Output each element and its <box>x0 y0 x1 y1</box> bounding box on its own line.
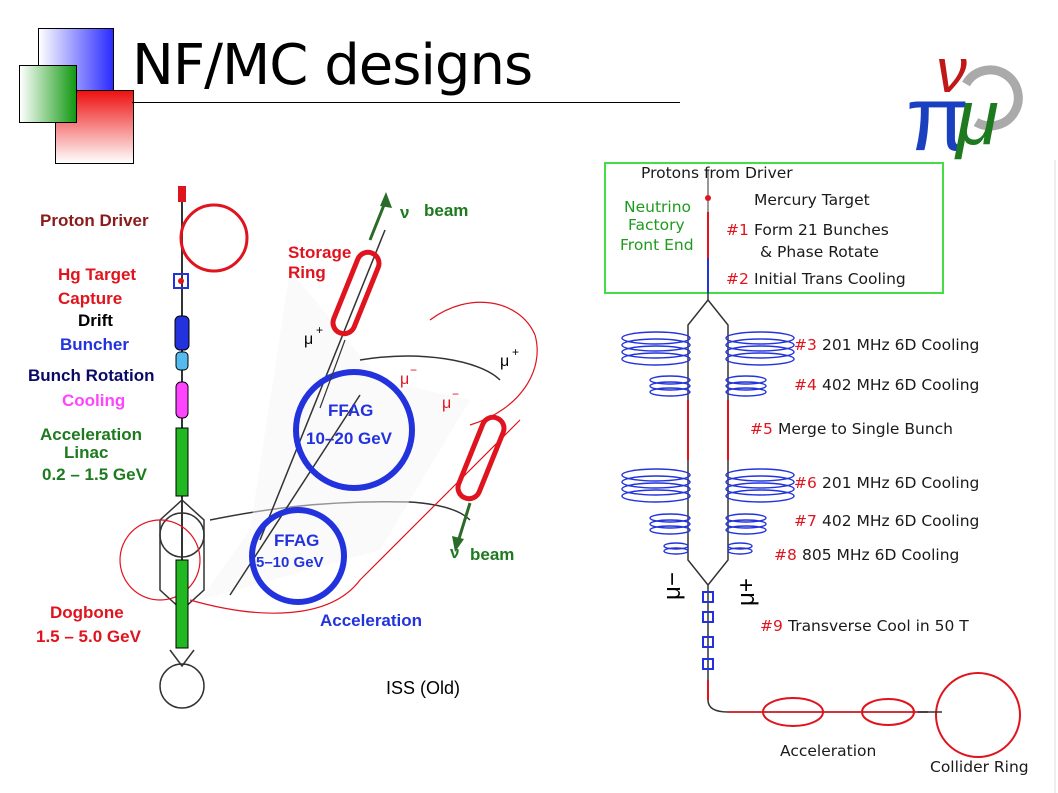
ffag-small-energy-label: 5–10 GeV <box>256 554 324 571</box>
svg-text:#7: #7 <box>794 512 817 530</box>
iss-old-caption: ISS (Old) <box>386 678 460 698</box>
svg-text:ν: ν <box>936 37 967 106</box>
svg-text:#3: #3 <box>794 336 817 354</box>
storage-ring-straight-bottom <box>455 414 507 502</box>
svg-text:#9: #9 <box>760 617 783 635</box>
nu-symbol-top: ν <box>400 203 409 222</box>
acceleration-ring-1 <box>762 697 824 727</box>
dogbone-linac <box>175 559 189 649</box>
linac-element <box>175 427 189 497</box>
protons-from-driver-label: Protons from Driver <box>641 164 793 182</box>
deco-square-green <box>19 65 77 123</box>
collider-ring-label: Collider Ring <box>930 758 1029 776</box>
step-1b-label: & Phase Rotate <box>760 243 879 261</box>
bunch-rotation-label: Bunch Rotation <box>28 366 155 385</box>
front-end-label-2: Factory <box>628 216 685 234</box>
mu-minus-label: μ− <box>659 572 686 600</box>
svg-text:#8: #8 <box>774 546 797 564</box>
acceleration-ring-2 <box>861 698 915 726</box>
title-divider <box>132 102 680 103</box>
svg-text:#6: #6 <box>794 474 817 492</box>
logo-icon: π ν μ <box>906 37 1023 162</box>
storage-ring-straight-top <box>330 249 382 337</box>
step-5-label: Merge to Single Bunch <box>778 420 953 438</box>
mu-minus-2: μ <box>442 395 451 412</box>
svg-text:#5: #5 <box>750 420 773 438</box>
svg-text:+: + <box>512 345 519 359</box>
beam-label-bottom: beam <box>470 545 514 564</box>
step-1-label: Form 21 Bunches <box>754 221 889 239</box>
ffag-large-label: FFAG <box>328 401 373 420</box>
linac-label: Linac <box>64 443 108 462</box>
step-6-label: 201 MHz 6D Cooling <box>822 474 979 492</box>
acceleration-linac-label: Acceleration <box>40 425 142 444</box>
bunch-rotation-element <box>175 351 189 371</box>
svg-text:#2: #2 <box>726 270 749 288</box>
ring-label: Ring <box>288 263 326 282</box>
proton-driver-marker <box>178 186 186 202</box>
slide-title: NF/MC designs <box>132 33 533 98</box>
transverse-cooling-magnets <box>702 591 714 670</box>
front-end-label-1: Neutrino <box>624 198 691 216</box>
cooling-element <box>175 381 189 419</box>
beam-label-top: beam <box>424 201 468 220</box>
nu-beam-arrow-bottom <box>456 502 472 543</box>
muon-collider-diagram: Protons from Driver Mercury Target Neutr… <box>588 160 1058 793</box>
acceleration-label-right: Acceleration <box>780 742 876 760</box>
ffag-large-energy-label: 10–20 GeV <box>306 429 393 448</box>
step-9-label: Transverse Cool in 50 T <box>787 617 969 635</box>
nu-symbol-bottom: ν <box>450 543 459 562</box>
iss-layout-diagram: Proton Driver Hg Target Capture Drift Bu… <box>28 186 538 709</box>
svg-text:#1: #1 <box>726 221 749 239</box>
svg-text:−: − <box>452 387 459 401</box>
cooling-label: Cooling <box>62 391 125 410</box>
mu-plus-label: μ+ <box>733 578 760 606</box>
front-end-box <box>604 162 944 294</box>
buncher-label: Buncher <box>60 335 129 354</box>
cooling-coils <box>621 331 795 555</box>
mercury-target-label: Mercury Target <box>754 191 870 209</box>
acceleration-label: Acceleration <box>320 611 422 630</box>
buncher-element <box>174 315 190 351</box>
proton-driver-ring <box>179 203 249 273</box>
svg-text:μ: μ <box>954 73 999 161</box>
front-end-label-3: Front End <box>620 236 694 254</box>
step-7-label: 402 MHz 6D Cooling <box>822 512 979 530</box>
nu-beam-arrow-top <box>368 199 388 241</box>
step-8-label: 805 MHz 6D Cooling <box>802 546 959 564</box>
step-3-label: 201 MHz 6D Cooling <box>822 336 979 354</box>
hg-target-label: Hg Target <box>58 265 136 284</box>
mu-minus-1: μ <box>400 371 409 388</box>
linac-energy-label: 0.2 – 1.5 GeV <box>42 465 148 484</box>
capture-label: Capture <box>58 289 122 308</box>
svg-text:+: + <box>316 323 323 337</box>
ffag-small-ring <box>249 507 347 605</box>
storage-label: Storage <box>288 243 351 262</box>
dogbone-energy-label: 1.5 – 5.0 GeV <box>36 627 142 646</box>
drift-label: Drift <box>78 311 113 330</box>
proton-driver-label: Proton Driver <box>40 211 149 230</box>
svg-text:π: π <box>906 68 969 162</box>
svg-text:#4: #4 <box>794 376 817 394</box>
step-4-label: 402 MHz 6D Cooling <box>822 376 979 394</box>
ffag-large-ring <box>293 369 415 491</box>
ffag-small-label: FFAG <box>274 531 319 550</box>
mu-plus-left: μ <box>304 331 313 348</box>
step-2-label: Initial Trans Cooling <box>754 270 906 288</box>
svg-text:−: − <box>410 363 417 377</box>
mu-plus-right: μ <box>500 353 509 370</box>
hg-target-box <box>173 273 189 289</box>
collider-ring <box>935 672 1021 758</box>
dogbone-label: Dogbone <box>50 603 124 622</box>
